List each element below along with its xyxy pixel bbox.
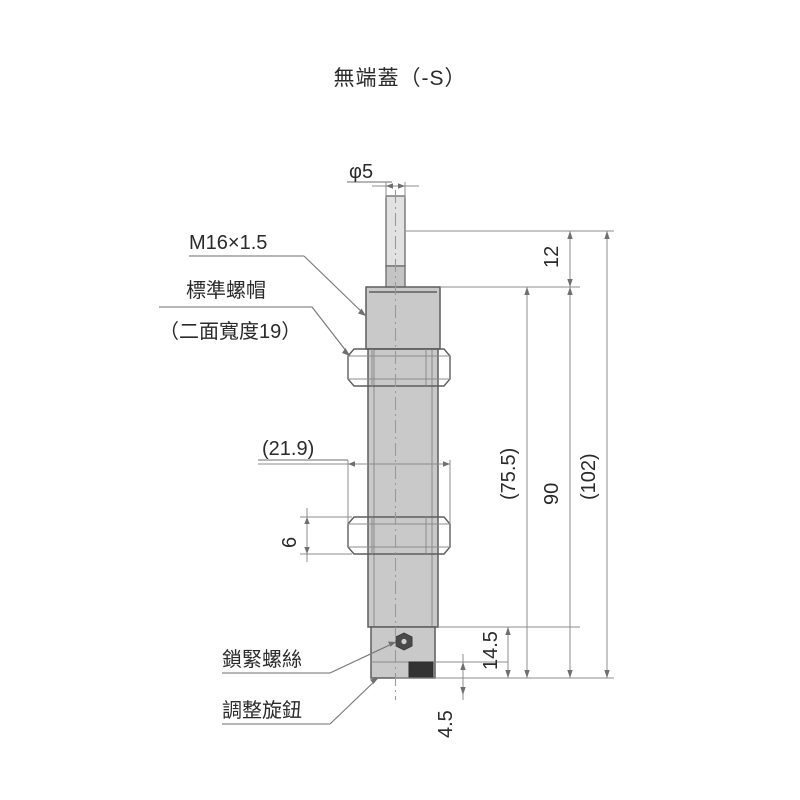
dim-rod-extension: 12	[541, 231, 573, 287]
dim-bottom-offset: 4.5	[435, 654, 466, 738]
right-extension-lines	[396, 230, 614, 679]
dim-nut-thickness-text: 6	[279, 537, 301, 548]
dim-bottom-offset-text: 4.5	[435, 710, 457, 738]
dim-rod-diameter-text: φ5	[349, 161, 373, 183]
label-lock-screw-text: 鎖緊螺絲	[222, 648, 302, 671]
label-lock-screw: 鎖緊螺絲	[222, 641, 397, 674]
dim-nut-position: (21.9)	[258, 438, 451, 524]
dim-overall-length-text: (102)	[578, 453, 600, 500]
lock-screw	[395, 632, 413, 651]
dim-overall-thread-text: 90	[541, 483, 563, 505]
label-standard-nut: 標準螺帽	[186, 279, 266, 302]
label-thread-text: M16×1.5	[189, 232, 267, 254]
label-thread: M16×1.5	[189, 232, 367, 317]
dim-nut-thickness: 6	[279, 508, 352, 562]
dim-overall-length: (102)	[578, 231, 610, 678]
part-geometry	[347, 190, 451, 700]
hex-nut-lower	[347, 516, 451, 555]
dim-nut-position-text: (21.9)	[262, 438, 314, 460]
label-standard-nut-text: 標準螺帽	[186, 279, 266, 302]
dim-body-reference: (75.5)	[498, 287, 530, 678]
label-adjust-knob: 調整旋鈕	[222, 677, 379, 725]
dim-rod-extension-text: 12	[541, 246, 563, 268]
dim-body-reference-text: (75.5)	[498, 448, 520, 500]
adjustment-knob	[408, 661, 434, 679]
hex-nut-upper	[347, 348, 451, 387]
dim-overall-thread: 90	[541, 287, 573, 678]
dim-lower-section: 14.5	[480, 627, 511, 678]
dim-lower-section-text: 14.5	[480, 631, 502, 670]
dim-rod-diameter: φ5	[347, 161, 419, 198]
label-adjust-knob-text: 調整旋鈕	[222, 699, 302, 722]
label-across-flats-text: （二面寬度19）	[159, 320, 301, 343]
cap-block	[365, 286, 441, 350]
page-title: 無端蓋（-S）	[333, 67, 467, 90]
label-across-flats: （二面寬度19）	[159, 306, 351, 357]
threaded-body	[367, 348, 439, 628]
